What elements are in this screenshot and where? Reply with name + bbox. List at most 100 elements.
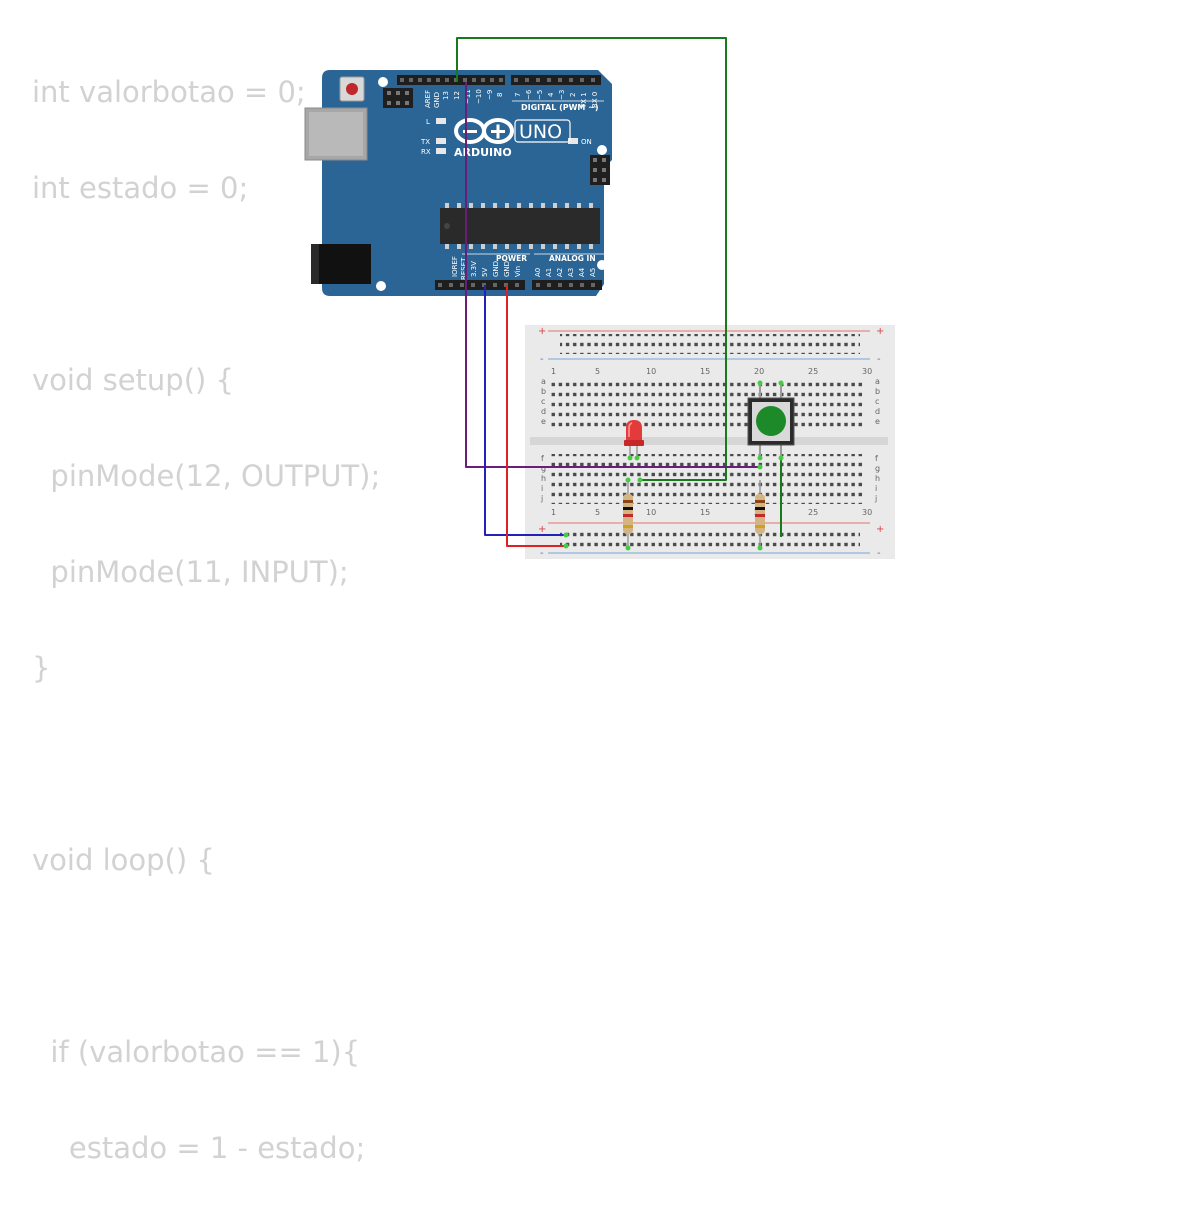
code-line-9[interactable]: void loop() { bbox=[32, 843, 215, 877]
code-line-8[interactable] bbox=[32, 740, 380, 788]
led-l bbox=[436, 118, 446, 124]
arduino-infinity-logo-icon bbox=[454, 118, 514, 144]
analog-header[interactable] bbox=[532, 280, 602, 290]
code-line-12[interactable]: estado = 1 - estado; bbox=[32, 1131, 366, 1165]
led-label-l: L bbox=[426, 118, 430, 126]
row-label-i-left: i bbox=[541, 484, 543, 493]
wire-green-pin12-to-button[interactable] bbox=[456, 37, 727, 481]
row-label-d-left: d bbox=[541, 407, 546, 416]
highlight-hole-rail-b bbox=[757, 545, 763, 551]
top-rail-plus-label-left: + bbox=[538, 326, 546, 337]
code-line-5[interactable]: pinMode(12, OUTPUT); bbox=[32, 459, 381, 493]
top-rail-holes-1[interactable] bbox=[560, 334, 860, 344]
highlight-hole-f23 bbox=[778, 455, 784, 461]
reset-button[interactable] bbox=[346, 83, 358, 95]
led-label-tx: TX bbox=[420, 138, 430, 146]
col-num-bottom-10: 10 bbox=[646, 508, 656, 517]
col-num-bottom-30: 30 bbox=[862, 508, 872, 517]
terminal-holes-top[interactable] bbox=[550, 377, 864, 427]
top-rail-holes-2[interactable] bbox=[560, 344, 860, 354]
row-label-j-left: j bbox=[540, 494, 543, 503]
led-highlight bbox=[628, 422, 633, 437]
row-label-c-left: c bbox=[541, 397, 545, 406]
pushbutton[interactable] bbox=[747, 384, 795, 460]
pin-label-a1: A1 bbox=[545, 268, 553, 277]
breadboard[interactable]: + + - - 1 5 10 15 20 25 30 a b c d e a b… bbox=[525, 325, 895, 559]
bottom-rail-holes-1[interactable] bbox=[560, 528, 860, 538]
resistor-1[interactable] bbox=[623, 480, 633, 548]
digital-header-left[interactable] bbox=[397, 75, 505, 85]
highlight-hole-rail-a bbox=[625, 545, 631, 551]
code-line-4[interactable]: void setup() { bbox=[32, 363, 234, 397]
pin-label-a4: A4 bbox=[578, 267, 586, 277]
analog-in-label: ANALOG IN bbox=[549, 254, 596, 263]
wire-purple-pin11-to-button[interactable] bbox=[465, 82, 758, 468]
pin-label-13: 13 bbox=[442, 91, 450, 100]
code-line-1[interactable]: int valorbotao = 0; bbox=[32, 75, 306, 109]
arduino-uno-board[interactable]: AREF GND 13 12 ~11 ~10 ~9 8 7 ~6 ~5 4 ~3… bbox=[304, 70, 612, 296]
power-label: POWER bbox=[496, 254, 527, 263]
highlight-hole-a20 bbox=[757, 380, 763, 386]
pin-label-rx0: RX 0 bbox=[591, 92, 599, 108]
row-label-a-left: a bbox=[541, 377, 546, 386]
highlight-hole-f12 bbox=[627, 455, 633, 461]
bottom-rail-holes-2[interactable] bbox=[560, 538, 860, 548]
code-line-7[interactable]: } bbox=[32, 651, 51, 685]
top-rail-plus-label-right: + bbox=[876, 326, 884, 337]
pin-label-gnd: GND bbox=[433, 92, 441, 108]
power-header[interactable] bbox=[435, 280, 525, 290]
mount-hole-bottom-left bbox=[376, 281, 386, 291]
atmega-chip bbox=[440, 203, 600, 249]
col-num-top-25: 25 bbox=[808, 367, 818, 376]
pin-label-10: ~10 bbox=[475, 89, 483, 104]
pin-label-6: ~6 bbox=[525, 89, 533, 100]
col-num-top-1: 1 bbox=[551, 367, 556, 376]
row-label-e-right: e bbox=[875, 417, 880, 426]
row-label-d-right: d bbox=[875, 407, 880, 416]
highlight-hole-rail-red bbox=[563, 543, 569, 549]
wire-blue-5v-to-rail[interactable] bbox=[484, 285, 566, 536]
uno-badge bbox=[514, 119, 571, 143]
highlight-hole-h13 bbox=[637, 477, 643, 483]
row-label-a-right: a bbox=[875, 377, 880, 386]
led-on bbox=[568, 138, 578, 144]
highlight-hole-f20 bbox=[757, 455, 763, 461]
col-num-top-20: 20 bbox=[754, 367, 764, 376]
code-line-6[interactable]: pinMode(11, INPUT); bbox=[32, 555, 349, 589]
col-num-bottom-5: 5 bbox=[595, 508, 600, 517]
resistor-2[interactable] bbox=[755, 480, 765, 548]
red-led[interactable] bbox=[624, 420, 644, 458]
pin-label-a2: A2 bbox=[556, 268, 564, 277]
top-rail-minus-label-left: - bbox=[540, 354, 544, 365]
dc-power-jack-edge bbox=[311, 244, 319, 284]
resistor-1-band-2 bbox=[623, 507, 633, 510]
code-line-11[interactable]: if (valorbotao == 1){ bbox=[32, 1035, 361, 1069]
pin-label-8: 8 bbox=[496, 93, 504, 97]
connection-highlights bbox=[563, 380, 784, 551]
row-label-h-right: h bbox=[875, 474, 880, 483]
row-label-e-left: e bbox=[541, 417, 546, 426]
pin-label-4: 4 bbox=[547, 92, 555, 97]
icsp-header-top bbox=[383, 88, 413, 108]
dc-power-jack bbox=[311, 244, 371, 284]
pin-label-5: ~5 bbox=[536, 90, 544, 100]
row-label-j-right: j bbox=[874, 494, 877, 503]
highlight-hole-h12 bbox=[625, 477, 631, 483]
led-rx bbox=[436, 148, 446, 154]
resistor-2-band-3 bbox=[755, 514, 765, 517]
bottom-rail-plus-label-left: + bbox=[538, 524, 546, 535]
resistor-2-band-1 bbox=[755, 500, 765, 503]
pin-label-gnd-b: GND bbox=[503, 261, 511, 277]
pin-label-11: ~11 bbox=[464, 89, 472, 104]
row-label-i-right: i bbox=[875, 484, 877, 493]
code-line-2[interactable]: int estado = 0; bbox=[32, 171, 249, 205]
usb-connector-inner bbox=[309, 112, 363, 156]
digital-pwm-label: DIGITAL (PWM ~) bbox=[521, 103, 599, 112]
button-cap[interactable] bbox=[756, 406, 786, 436]
circuit-canvas[interactable]: AREF GND 13 12 ~11 ~10 ~9 8 7 ~6 ~5 4 ~3… bbox=[0, 0, 1200, 630]
code-line-10[interactable] bbox=[32, 932, 380, 980]
wire-red-gnd-to-rail[interactable] bbox=[506, 285, 566, 547]
digital-header-right[interactable] bbox=[511, 75, 601, 85]
row-label-f-left: f bbox=[541, 454, 544, 463]
row-label-b-left: b bbox=[541, 387, 546, 396]
